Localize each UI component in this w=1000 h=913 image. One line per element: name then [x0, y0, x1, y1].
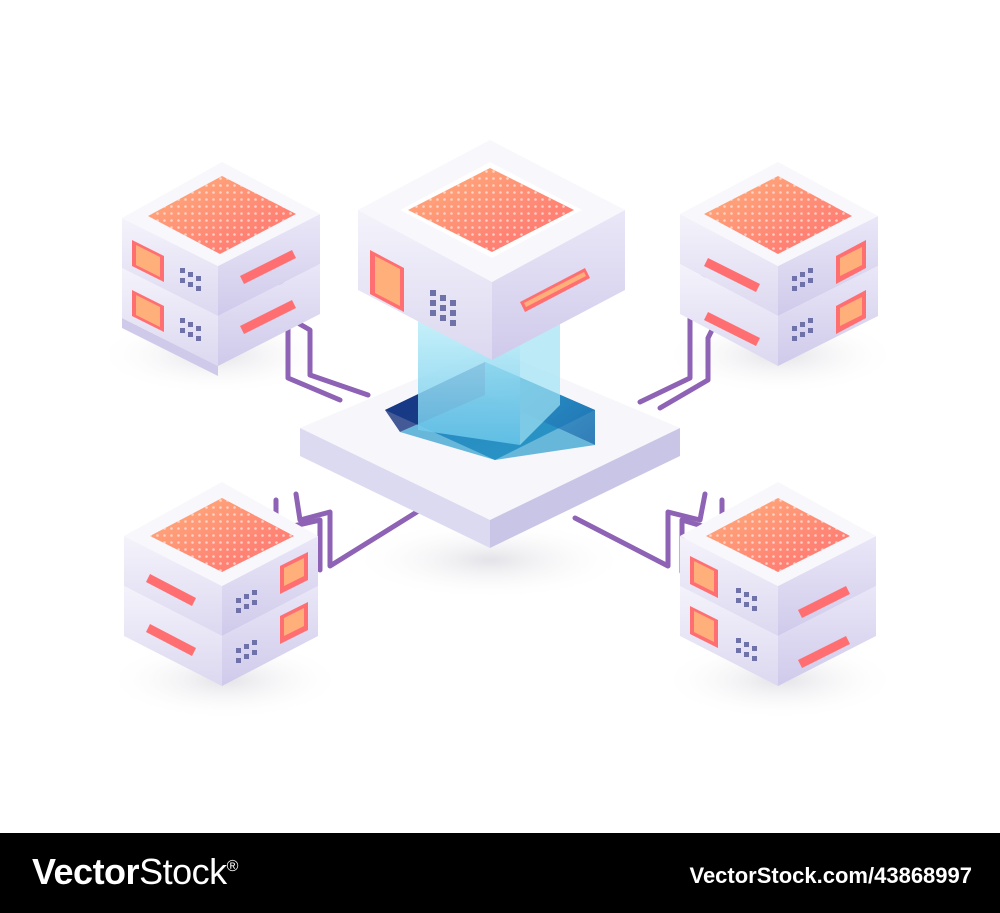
image-credit: VectorStock.com/43868997: [689, 863, 972, 888]
vent-grid-icon: [430, 290, 456, 326]
registered-mark: ®: [226, 858, 239, 875]
network-illustration: [95, 140, 900, 720]
server-stack-bottom-left: [124, 482, 318, 686]
brand-bold: Vector: [32, 851, 140, 892]
brand-logo: VectorStock®: [32, 851, 238, 893]
server-stack-top-left: [122, 162, 320, 376]
panel-icon: [370, 250, 404, 312]
central-server: [358, 140, 625, 360]
status-light-icon: [520, 268, 590, 312]
server-stack-top-right: [680, 162, 878, 366]
server-stack-bottom-right: [680, 482, 876, 686]
watermark-bar: VectorStock® VectorStock.com/43868997: [0, 833, 1000, 913]
brand-regular: Stock: [139, 851, 227, 892]
